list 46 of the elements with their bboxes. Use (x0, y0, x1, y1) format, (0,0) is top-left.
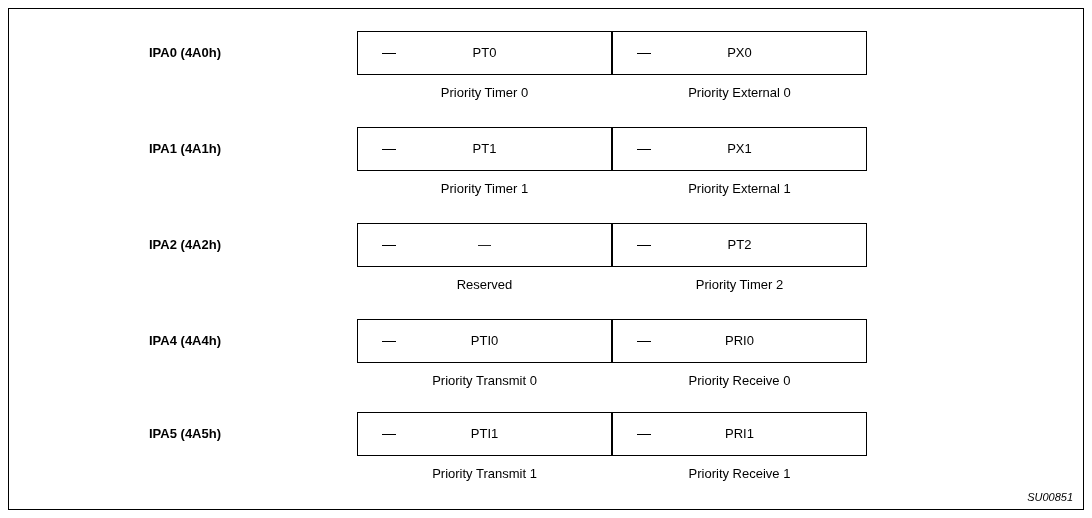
bit-name: PT2 (727, 237, 752, 252)
register-bit-field (357, 223, 612, 267)
register-bit-field (612, 31, 867, 75)
bit-description: Priority Timer 2 (694, 277, 785, 292)
register-name: IPA5 (4A5h) (149, 426, 222, 441)
bit-description: Priority Receive 0 (687, 373, 792, 388)
bit-description: Priority Timer 1 (439, 181, 530, 196)
bit-description: Priority External 1 (687, 181, 792, 196)
register-bit-field (357, 319, 612, 363)
unused-bit-mark: — (637, 44, 651, 60)
bit-name: PRI1 (725, 426, 754, 441)
unused-bit-mark: — (382, 140, 396, 156)
register-name: IPA0 (4A0h) (149, 45, 222, 60)
unused-bit-mark: — (637, 332, 651, 348)
bit-description: Priority Receive 1 (687, 466, 792, 481)
bit-name: PT0 (472, 45, 497, 60)
register-bit-field (357, 31, 612, 75)
unused-bit-mark: — (637, 425, 651, 441)
bit-description: Priority Timer 0 (439, 85, 530, 100)
register-name: IPA1 (4A1h) (149, 141, 222, 156)
bit-name: PX0 (727, 45, 752, 60)
unused-bit-mark: — (382, 44, 396, 60)
bit-name: PRI0 (725, 333, 754, 348)
register-bit-field (357, 412, 612, 456)
unused-bit-mark: — (382, 236, 396, 252)
bit-description: Priority External 0 (687, 85, 792, 100)
register-bit-field (357, 127, 612, 171)
register-name: IPA2 (4A2h) (149, 237, 222, 252)
bit-description: Priority Transmit 0 (431, 373, 538, 388)
register-bit-field (612, 319, 867, 363)
bit-name: PTI0 (470, 333, 499, 348)
bit-description: Priority Transmit 1 (431, 466, 538, 481)
register-name: IPA4 (4A4h) (149, 333, 222, 348)
register-bit-field (612, 223, 867, 267)
unused-bit-mark: — (637, 236, 651, 252)
figure-id: SU00851 (1027, 491, 1073, 503)
register-bit-field (612, 412, 867, 456)
bit-description: Reserved (455, 277, 514, 292)
unused-bit-mark: — (382, 425, 396, 441)
register-bit-field (612, 127, 867, 171)
bit-name: PX1 (727, 141, 752, 156)
bit-name: PTI1 (470, 426, 499, 441)
unused-bit-mark: — (637, 140, 651, 156)
unused-bit-mark: — (382, 332, 396, 348)
unused-bit-mark: — (478, 237, 491, 252)
bit-name: PT1 (472, 141, 497, 156)
